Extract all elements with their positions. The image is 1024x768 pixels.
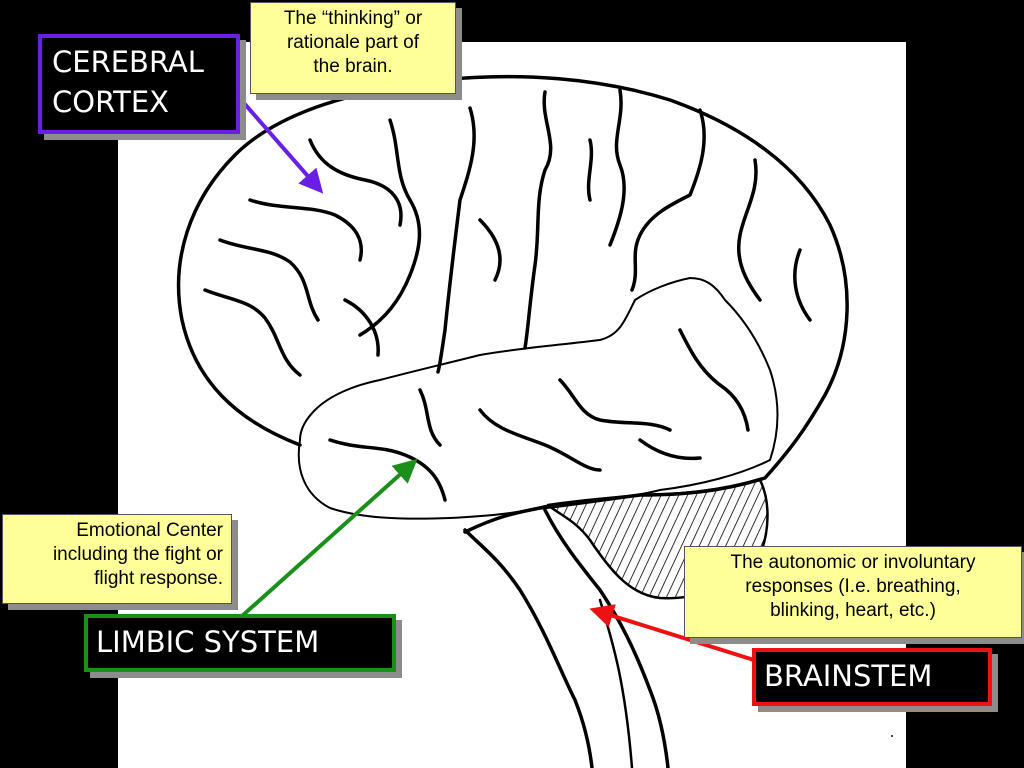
cerebral-cortex-label-line2: CORTEX <box>52 85 170 119</box>
cerebral-cortex-label: CEREBRAL CORTEX <box>38 34 240 134</box>
brainstem-note: The autonomic or involuntary responses (… <box>684 546 1022 638</box>
limbic-system-label-text: LIMBIC SYSTEM <box>96 625 320 659</box>
limbic-note: Emotional Center including the fight or … <box>2 514 232 604</box>
limbic-arrow-icon <box>240 458 418 618</box>
brainstem-outline <box>463 528 594 768</box>
temporal-lobe-outline <box>297 277 779 520</box>
cortex-note-line1: The “thinking” or <box>283 8 423 29</box>
brainstem-arrow-icon <box>589 604 755 662</box>
brainstem-label: BRAINSTEM <box>752 648 992 706</box>
cortex-note-line2: rationale part of <box>286 32 420 53</box>
limbic-system-label: LIMBIC SYSTEM <box>84 614 396 672</box>
brainstem-outline-front <box>543 508 670 768</box>
cortex-note: The “thinking” or rationale part of the … <box>250 2 456 94</box>
cortex-note-line3: the brain. <box>313 56 393 77</box>
brainstem-note-line1: The autonomic or involuntary <box>730 552 976 573</box>
cerebral-cortex-label-line1: CEREBRAL <box>52 45 204 79</box>
limbic-note-line3: flight response. <box>94 568 223 589</box>
limbic-note-line1: Emotional Center <box>76 520 223 541</box>
cortex-outline <box>176 74 849 534</box>
limbic-note-line2: including the fight or <box>52 544 223 565</box>
cortex-arrow-icon <box>234 92 324 194</box>
speck <box>891 735 893 737</box>
brainstem-note-line3: blinking, heart, etc.) <box>770 600 936 621</box>
brainstem-label-text: BRAINSTEM <box>764 659 933 693</box>
brainstem-note-line2: responses (I.e. breathing, <box>745 576 961 597</box>
